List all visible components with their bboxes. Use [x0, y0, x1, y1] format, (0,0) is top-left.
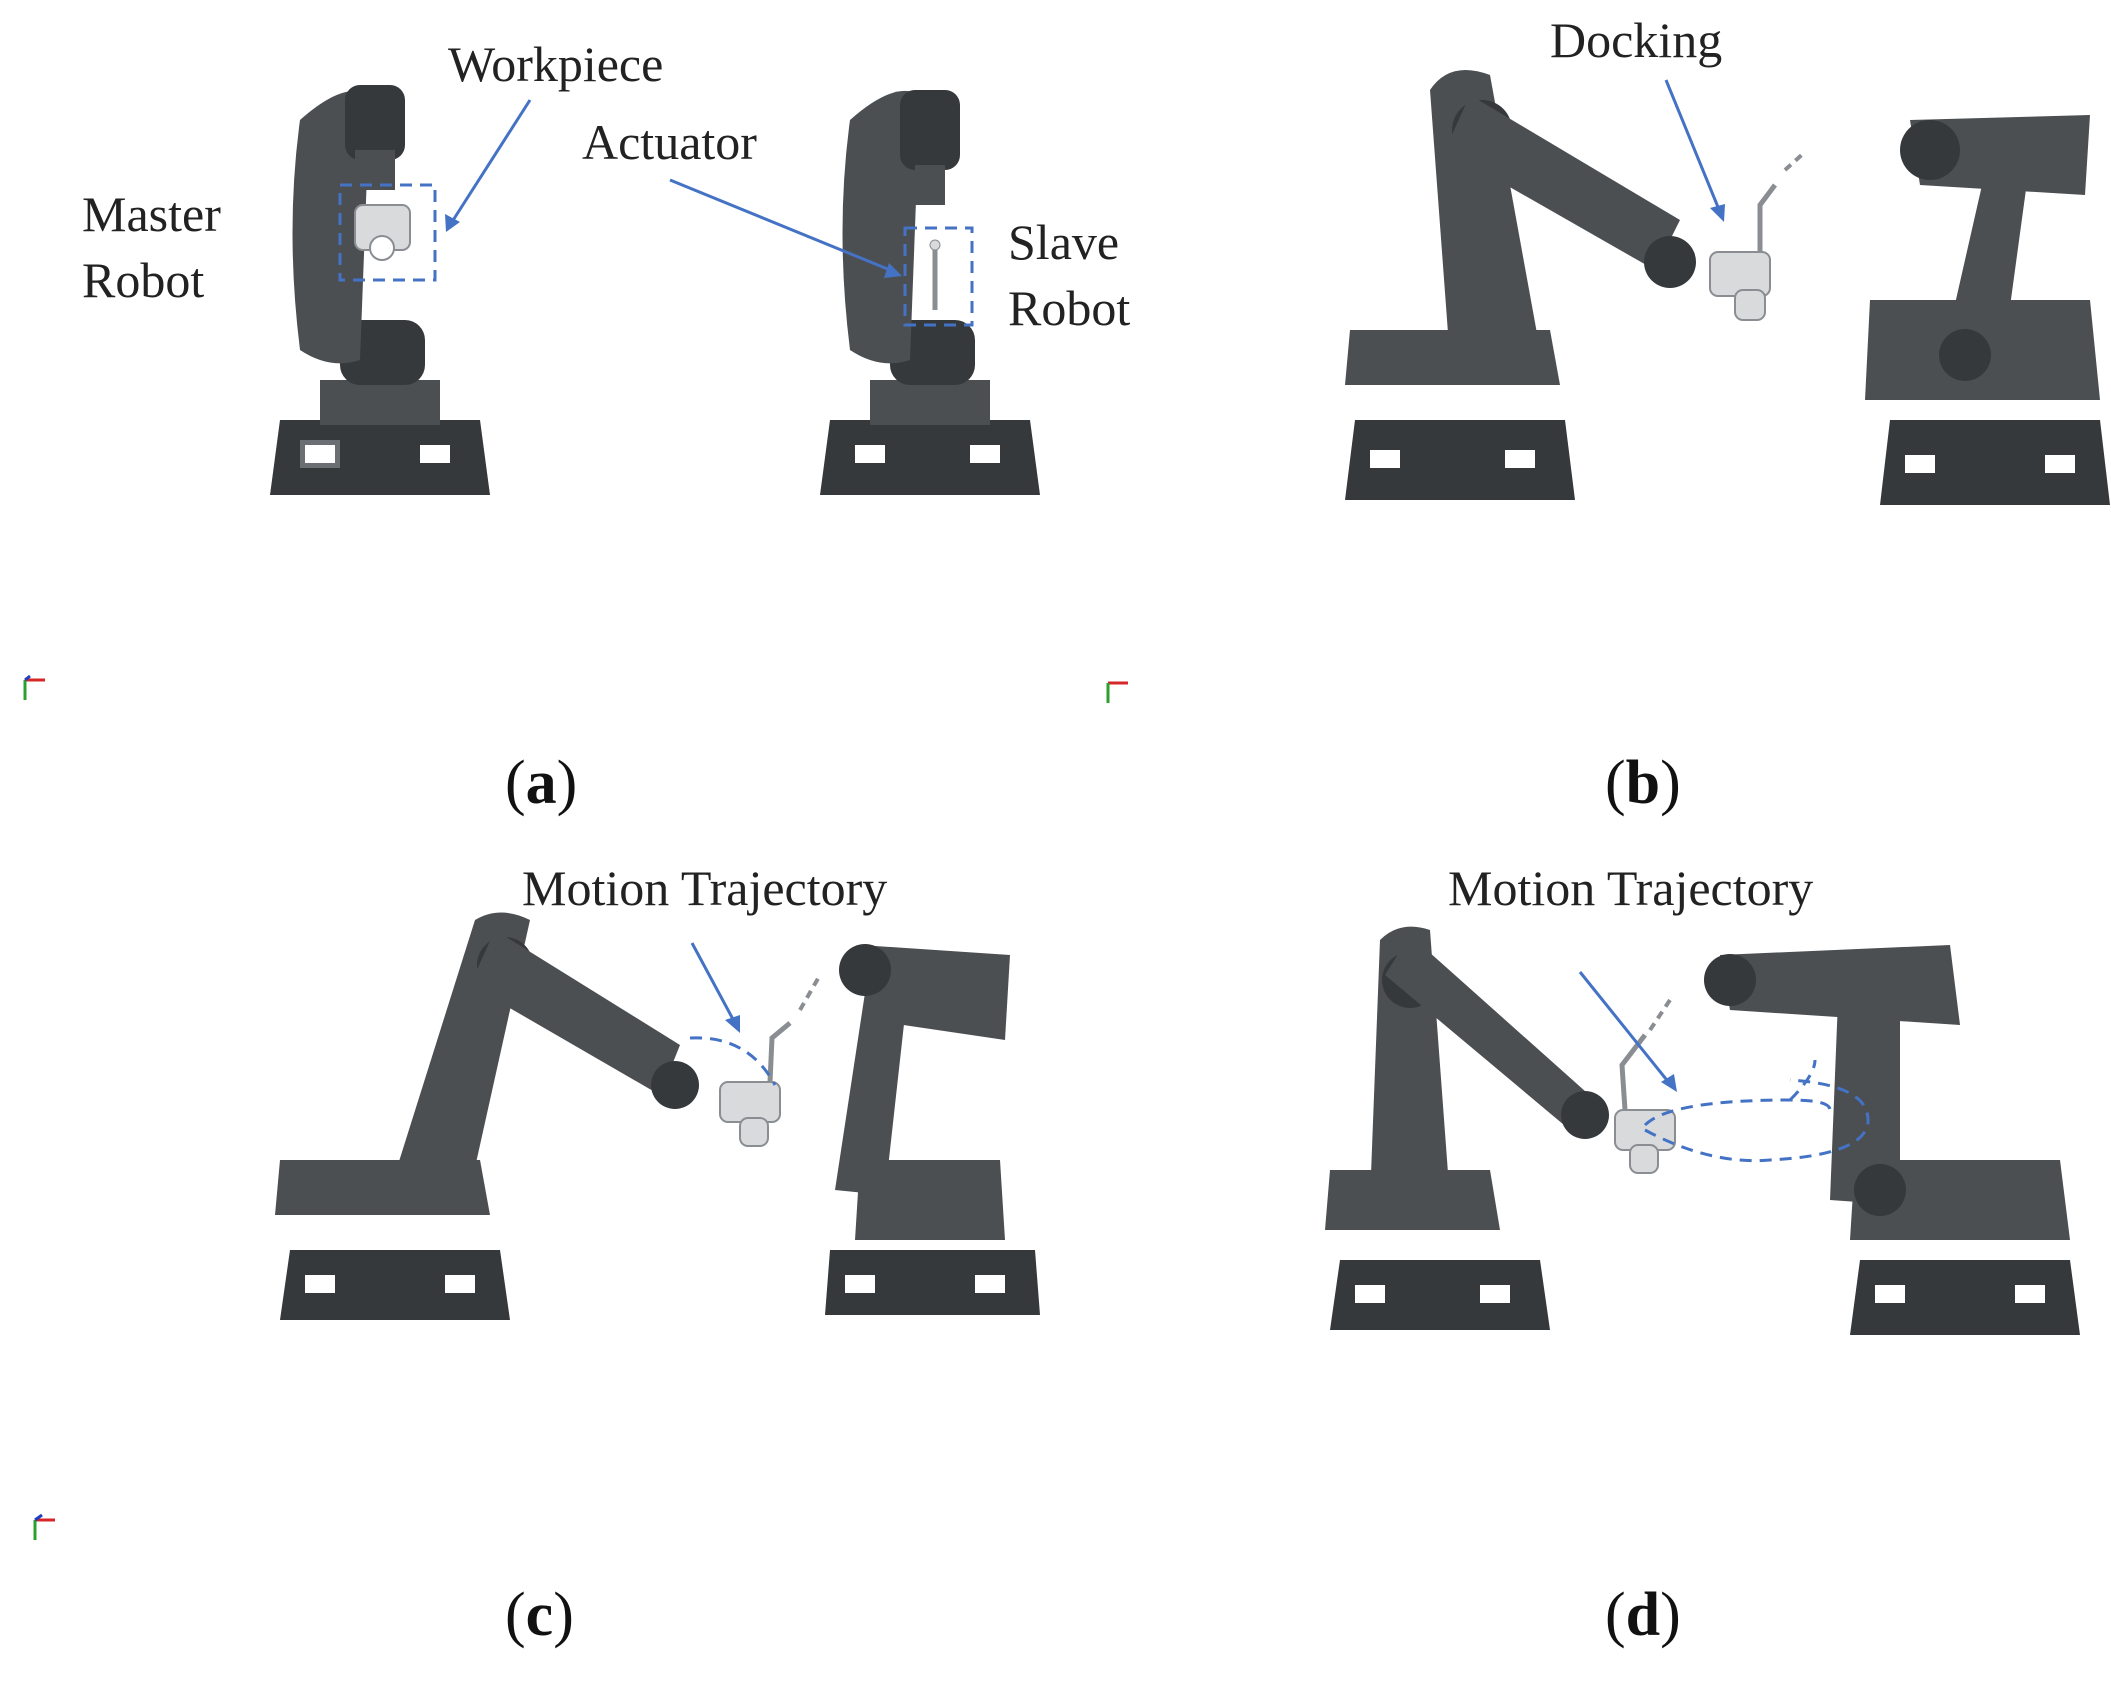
actuator: [929, 239, 941, 310]
trajectory-path: [689, 1036, 777, 1086]
trajectory-label: Motion Trajectory: [1448, 860, 1814, 916]
trajectory-ellipse: [1643, 1059, 1870, 1163]
panel-c-caption: (c): [505, 1581, 574, 1649]
axis-indicator: [33, 1513, 55, 1540]
axis-indicator-right: [1106, 681, 1128, 703]
panel-b-caption: (b): [1605, 749, 1681, 817]
panel-a-letter: a: [525, 749, 557, 817]
workpiece: [719, 1021, 792, 1147]
panel-d-scene: [1325, 926, 2080, 1335]
panel-a-scene: [23, 85, 1128, 703]
workpiece: [1709, 183, 1777, 321]
master-robot-label-line1: Master: [82, 186, 221, 242]
panel-d: Motion Trajectory (d): [1070, 860, 2111, 1683]
trajectory-arrow: [1578, 971, 1672, 1085]
panel-a: Workpiece Actuator Master Robot Slave Ro…: [0, 0, 1130, 840]
panel-b: Docking (b): [1070, 0, 2111, 840]
workpiece-label: Workpiece: [448, 36, 664, 92]
slave-robot: [820, 90, 1040, 495]
master-robot: [1325, 926, 1609, 1330]
panel-d-letter: d: [1625, 1581, 1661, 1649]
slave-robot-label-line1: Slave: [1008, 214, 1120, 270]
master-robot: [1345, 70, 1696, 500]
master-robot-label-line2: Robot: [82, 252, 205, 308]
workpiece-box: [338, 183, 437, 282]
docking-label: Docking: [1550, 12, 1723, 68]
axis-indicator-left: [23, 674, 45, 700]
actuator-label: Actuator: [582, 114, 757, 170]
panel-a-caption: (a): [505, 749, 578, 817]
trajectory-label: Motion Trajectory: [522, 860, 888, 916]
docking-arrow: [1664, 79, 1722, 213]
workpiece: [354, 204, 411, 261]
panel-c-scene: [33, 912, 1040, 1540]
slave-robot: [1865, 115, 2110, 505]
slave-robot: [1704, 945, 2080, 1335]
slave-robot-label-line2: Robot: [1008, 280, 1131, 336]
workpiece-arrow: [448, 99, 532, 226]
panel-d-caption: (d): [1605, 1581, 1681, 1649]
master-robot: [275, 912, 699, 1320]
actuator-arrow: [669, 178, 896, 274]
master-robot: [270, 85, 490, 495]
panel-b-scene: [1345, 70, 2110, 505]
panel-b-letter: b: [1625, 749, 1661, 817]
panel-c-letter: c: [525, 1581, 554, 1649]
trajectory-arrow: [690, 942, 737, 1024]
workpiece: [1614, 1033, 1676, 1174]
panel-c: Motion Trajectory (c): [0, 860, 1055, 1683]
slave-robot: [825, 944, 1040, 1315]
